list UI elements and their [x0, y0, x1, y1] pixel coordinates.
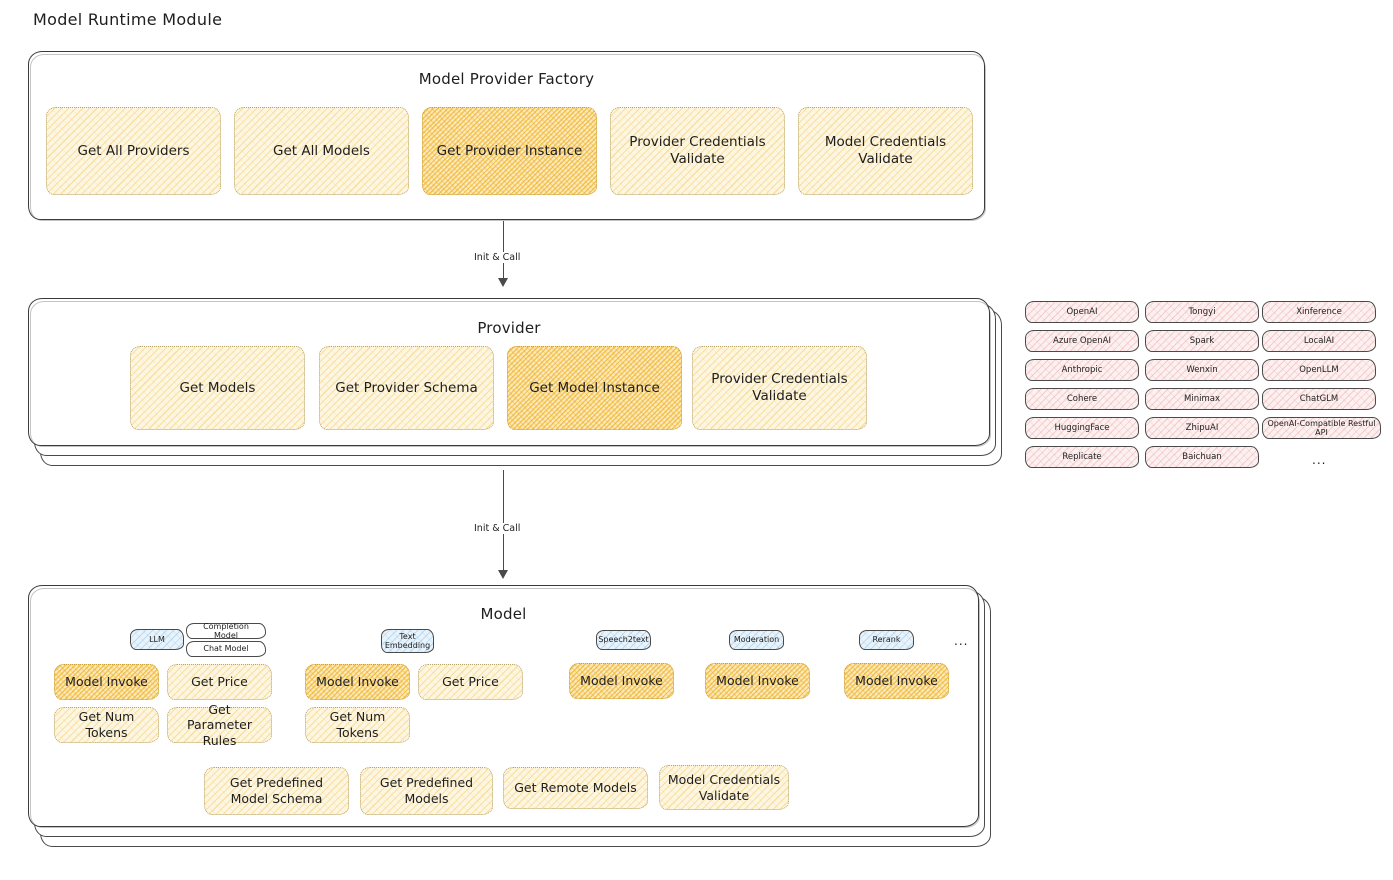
model-title: Model	[480, 605, 527, 623]
provider-pill-zhipuai[interactable]: ZhipuAI	[1145, 417, 1259, 439]
model-subbadge-chat-model[interactable]: Chat Model	[186, 641, 266, 657]
node-speech2text-model-invoke[interactable]: Model Invoke	[569, 663, 674, 699]
node-get-all-models[interactable]: Get All Models	[234, 107, 409, 195]
model-provider-factory-title: Model Provider Factory	[418, 70, 595, 88]
node-get-model-instance[interactable]: Get Model Instance	[507, 346, 682, 430]
provider-pill-minimax[interactable]: Minimax	[1145, 388, 1259, 410]
provider-pill-baichuan[interactable]: Baichuan	[1145, 446, 1259, 468]
provider-pill-tongyi[interactable]: Tongyi	[1145, 301, 1259, 323]
node-provider-credentials-validate[interactable]: Provider Credentials Validate	[610, 107, 785, 195]
model-subbadge-completion-model[interactable]: Completion Model	[186, 622, 266, 640]
provider-pill-openai[interactable]: OpenAI	[1025, 301, 1139, 323]
node-llm-get-parameter-rules[interactable]: Get Parameter Rules	[167, 702, 272, 748]
node-llm-get-num-tokens[interactable]: Get Num Tokens	[54, 707, 159, 743]
model-type-badge-speech2text[interactable]: Speech2text	[596, 630, 651, 650]
provider-title: Provider	[477, 319, 541, 337]
provider-pill-azure-openai[interactable]: Azure OpenAI	[1025, 330, 1139, 352]
provider-pill-cohere[interactable]: Cohere	[1025, 388, 1139, 410]
arrow-factory-to-provider-head	[498, 278, 508, 287]
arrow-provider-to-model-line	[503, 470, 505, 575]
node-text-embedding-get-price[interactable]: Get Price	[418, 664, 523, 700]
arrow-factory-to-provider-label: Init & Call	[471, 252, 524, 263]
provider-pill-replicate[interactable]: Replicate	[1025, 446, 1139, 468]
node-get-provider-instance[interactable]: Get Provider Instance	[422, 107, 597, 195]
provider-group: Provider Get Models Get Provider Schema …	[28, 298, 991, 447]
provider-pill-chatglm[interactable]: ChatGLM	[1262, 388, 1376, 410]
model-types-more: ...	[954, 634, 969, 648]
model-group: Model LLM Completion Model Chat Model Mo…	[28, 585, 980, 828]
node-model-credentials-validate-3[interactable]: Model Credentials Validate	[659, 765, 789, 810]
provider-pill-huggingface[interactable]: HuggingFace	[1025, 417, 1139, 439]
model-type-badge-text-embedding[interactable]: Text Embedding	[381, 629, 434, 653]
model-type-badge-moderation[interactable]: Moderation	[729, 630, 784, 650]
arrow-provider-to-model-label: Init & Call	[471, 523, 524, 534]
node-get-remote-models[interactable]: Get Remote Models	[503, 767, 648, 809]
node-llm-get-price[interactable]: Get Price	[167, 664, 272, 700]
provider-pill-openai-compatible-restful-api[interactable]: OpenAI-Compatible Restful API	[1262, 417, 1381, 439]
node-get-predefined-models[interactable]: Get Predefined Models	[360, 767, 493, 815]
page-title: Model Runtime Module	[33, 10, 223, 29]
provider-pill-xinference[interactable]: Xinference	[1262, 301, 1376, 323]
node-provider-credentials-validate-2[interactable]: Provider Credentials Validate	[692, 346, 867, 430]
arrow-provider-to-model-head	[498, 570, 508, 579]
provider-pill-wenxin[interactable]: Wenxin	[1145, 359, 1259, 381]
provider-list-more: ...	[1312, 453, 1327, 467]
node-llm-model-invoke[interactable]: Model Invoke	[54, 664, 159, 700]
node-model-credentials-validate[interactable]: Model Credentials Validate	[798, 107, 973, 195]
node-rerank-model-invoke[interactable]: Model Invoke	[844, 663, 949, 699]
provider-pill-localai[interactable]: LocalAI	[1262, 330, 1376, 352]
node-get-models[interactable]: Get Models	[130, 346, 305, 430]
node-text-embedding-model-invoke[interactable]: Model Invoke	[305, 664, 410, 700]
provider-pill-anthropic[interactable]: Anthropic	[1025, 359, 1139, 381]
model-type-badge-llm[interactable]: LLM	[130, 629, 184, 650]
provider-pill-openllm[interactable]: OpenLLM	[1262, 359, 1376, 381]
model-provider-factory-group: Model Provider Factory Get All Providers…	[28, 51, 986, 221]
node-get-all-providers[interactable]: Get All Providers	[46, 107, 221, 195]
node-get-provider-schema[interactable]: Get Provider Schema	[319, 346, 494, 430]
node-moderation-model-invoke[interactable]: Model Invoke	[705, 663, 810, 699]
node-get-predefined-model-schema[interactable]: Get Predefined Model Schema	[204, 767, 349, 815]
node-text-embedding-get-num-tokens[interactable]: Get Num Tokens	[305, 707, 410, 743]
model-type-badge-rerank[interactable]: Rerank	[859, 630, 914, 650]
provider-pill-spark[interactable]: Spark	[1145, 330, 1259, 352]
